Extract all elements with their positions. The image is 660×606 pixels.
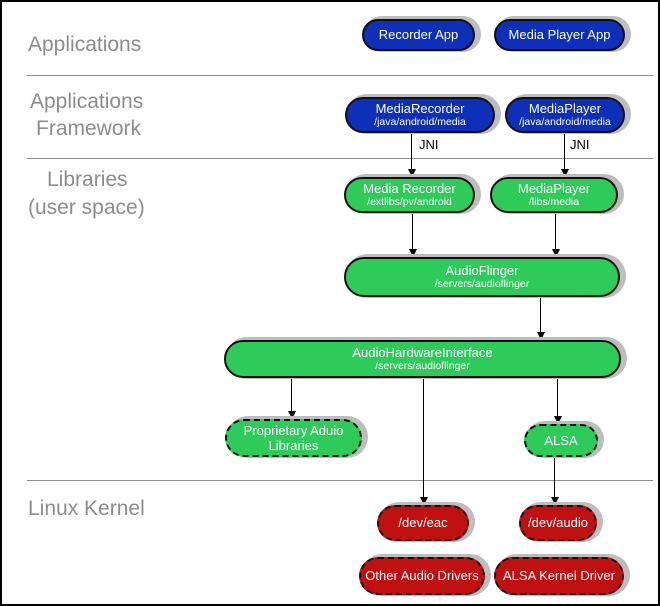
node-audioflinger: AudioFlinger /servers/audioflinger <box>344 257 620 297</box>
node-title: AudioFlinger <box>445 263 519 279</box>
jni-label-left: JNI <box>419 137 439 152</box>
arrow-hwinterface-to-alsa <box>553 378 562 424</box>
node-title: /dev/audio <box>528 515 588 531</box>
node-title: ALSA Kernel Driver <box>503 568 615 584</box>
separator-applications-framework <box>27 75 653 76</box>
node-title: /dev/eac <box>398 515 448 531</box>
node-path: /servers/audioflinger <box>375 360 470 373</box>
node-title: MediaRecorder <box>375 101 465 117</box>
node-audio-hardware-interface: AudioHardwareInterface /servers/audiofli… <box>224 340 621 378</box>
node-path: /libs/media <box>528 196 580 209</box>
node-alsa-kernel-driver: ALSA Kernel Driver <box>494 557 624 595</box>
node-media-player-app: Media Player App <box>494 19 625 51</box>
node-media-recorder-lib: Media Recorder /extlibs/pv/android <box>344 177 475 213</box>
jni-label-right: JNI <box>570 137 590 152</box>
node-path: /extlibs/pv/android <box>367 196 452 209</box>
arrow-mediaplayer-to-audioflinger <box>551 213 560 257</box>
arrow-alsa-to-dev-audio <box>550 457 559 505</box>
node-alsa: ALSA <box>524 424 598 457</box>
layer-label-libraries-line1: Libraries <box>47 168 128 191</box>
node-recorder-app: Recorder App <box>362 19 475 51</box>
node-title: MediaPlayer <box>528 101 602 117</box>
node-title: AudioHardwareInterface <box>352 345 493 361</box>
layer-label-framework-line2: Framework <box>36 117 142 140</box>
arrow-mediarecorder-to-audioflinger <box>408 213 417 257</box>
node-title: Media Recorder <box>363 181 456 197</box>
node-mediaplayer-framework: MediaPlayer /java/android/media <box>505 97 625 133</box>
node-dev-eac: /dev/eac <box>377 505 469 541</box>
node-mediaplayer-lib: MediaPlayer /libs/media <box>490 177 618 213</box>
node-title: Other Audio Drivers <box>365 568 479 584</box>
node-title: Media Player App <box>508 27 611 43</box>
node-other-audio-drivers: Other Audio Drivers <box>359 557 485 595</box>
node-path: /java/android/media <box>519 116 611 129</box>
separator-framework-libraries <box>27 158 653 159</box>
layer-label-applications: Applications <box>28 33 142 56</box>
layer-label-libraries-line2: (user space) <box>28 196 145 219</box>
node-mediarecorder-framework: MediaRecorder /java/android/media <box>345 97 495 133</box>
node-title: Recorder App <box>378 27 459 43</box>
layer-label-linux-kernel: Linux Kernel <box>28 497 145 520</box>
separator-libraries-kernel <box>27 480 653 481</box>
arrow-mediaplayer-jni <box>560 133 569 177</box>
node-title-line1: Proprietary Aduio <box>243 422 344 438</box>
node-proprietary-audio-libraries: Proprietary Aduio Libraries <box>225 419 362 457</box>
arrow-mediarecorder-jni <box>407 133 416 177</box>
arrow-hwinterface-to-proprietary <box>287 378 296 419</box>
node-dev-audio: /dev/audio <box>519 505 597 541</box>
node-title: MediaPlayer <box>517 181 591 197</box>
node-title: ALSA <box>544 432 578 448</box>
node-title-line2: Libraries <box>268 438 319 453</box>
arrow-audioflinger-to-hwinterface <box>536 297 545 340</box>
node-path: /servers/audioflinger <box>434 278 530 291</box>
layer-label-framework-line1: Applications <box>30 90 144 113</box>
arrow-hwinterface-to-dev-eac <box>419 378 428 505</box>
node-path: /java/android/media <box>374 116 466 129</box>
